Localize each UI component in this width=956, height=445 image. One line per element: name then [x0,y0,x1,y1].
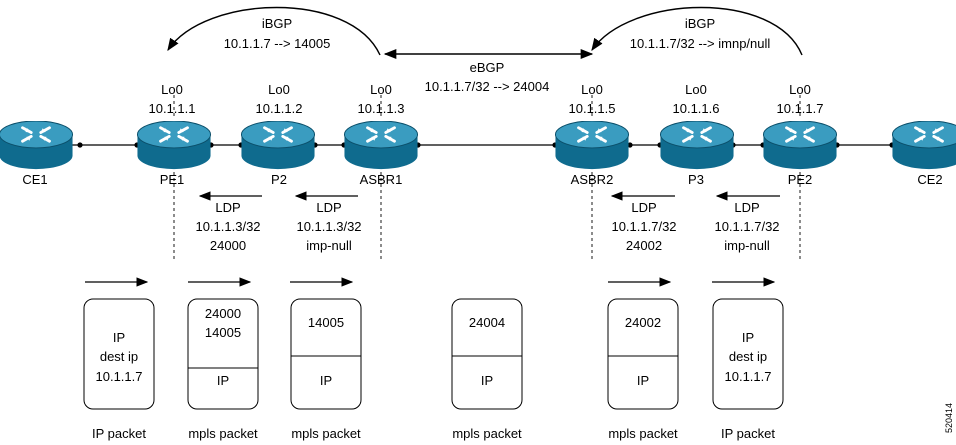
ldp-title: LDP [734,200,759,215]
router-pe1[interactable] [136,121,212,171]
router-name-asbr1: ASBR1 [360,172,403,187]
router-ce2[interactable] [891,121,956,171]
packet-mpls: 24004 IP mpls packet [451,298,523,441]
ibgp-left-route: 10.1.1.7 --> 14005 [224,36,331,51]
dashed-guides [173,95,801,262]
router-asbr2[interactable] [554,121,630,171]
loopback-label-p2: Lo0 [268,82,290,97]
ldp-prefix: 10.1.1.3/32 [296,219,361,234]
ibgp-left-arrow [167,6,381,56]
router-icon [343,121,419,171]
packet-caption: mpls packet [608,426,678,441]
loopback-ip-p2: 10.1.1.2 [256,101,303,116]
router-name-ce2: CE2 [917,172,942,187]
ebgp-route: 10.1.1.7/32 --> 24004 [425,79,550,94]
packet-ip: IP dest ip 10.1.1.7 IP packet [83,298,155,441]
mpls-label: 14005 [205,325,241,340]
ldp-label: imp-null [724,238,770,253]
packet-ip: IP dest ip 10.1.1.7 IP packet [712,298,784,441]
router-pe2[interactable] [762,121,838,171]
packet-payload: IP [481,373,493,388]
ibgp-right-arrow [591,6,803,56]
router-asbr1[interactable] [343,121,419,171]
packet-caption: mpls packet [188,426,258,441]
loopback-ip-asbr1: 10.1.1.3 [358,101,405,116]
ldp-title: LDP [316,200,341,215]
packet-caption: IP packet [92,426,146,441]
ibgp-left-title: iBGP [262,16,292,31]
packet-mpls: 24002 IP mpls packet [607,298,679,441]
loopback-ip-pe2: 10.1.1.7 [777,101,824,116]
loopback-ip-asbr2: 10.1.1.5 [569,101,616,116]
router-name-pe2: PE2 [788,172,813,187]
router-p3[interactable] [659,121,735,171]
router-name-p3: P3 [688,172,704,187]
router-name-asbr2: ASBR2 [571,172,614,187]
loopback-label-asbr1: Lo0 [370,82,392,97]
packet-line: IP [742,330,754,345]
packet-line: 10.1.1.7 [725,369,772,384]
ldp-prefix: 10.1.1.7/32 [714,219,779,234]
router-icon [554,121,630,171]
router-icon [0,121,74,171]
ibgp-right-route: 10.1.1.7/32 --> imnp/null [630,36,771,51]
packet-mpls: 14005 IP mpls packet [290,298,362,441]
loopback-ip-pe1: 10.1.1.1 [149,101,196,116]
loopback-ip-p3: 10.1.1.6 [673,101,720,116]
ldp-prefix: 10.1.1.3/32 [195,219,260,234]
router-icon [762,121,838,171]
loopback-label-asbr2: Lo0 [581,82,603,97]
loopback-label-pe1: Lo0 [161,82,183,97]
packet-line: IP [113,330,125,345]
loopback-label-pe2: Lo0 [789,82,811,97]
router-name-ce1: CE1 [22,172,47,187]
router-icon [136,121,212,171]
ldp-prefix: 10.1.1.7/32 [611,219,676,234]
router-name-p2: P2 [271,172,287,187]
router-icon [659,121,735,171]
mpls-label: 14005 [308,315,344,330]
ebgp-title: eBGP [470,60,505,75]
loopback-label-p3: Lo0 [685,82,707,97]
router-icon [891,121,956,171]
ldp-label: 24002 [626,238,662,253]
ldp-label: imp-null [306,238,352,253]
mpls-label: 24000 [205,306,241,321]
packet-line: dest ip [100,349,138,364]
packet-payload: IP [637,373,649,388]
packet-mpls: 24000 14005 IP mpls packet [187,298,259,441]
router-ce1[interactable] [0,121,74,171]
packet-caption: IP packet [721,426,775,441]
ibgp-right-title: iBGP [685,16,715,31]
figure-id-watermark: 520414 [944,403,954,433]
packet-payload: IP [320,373,332,388]
mpls-label: 24004 [469,315,505,330]
packet-payload: IP [217,373,229,388]
router-name-pe1: PE1 [160,172,185,187]
router-icon [240,121,316,171]
packet-caption: mpls packet [291,426,361,441]
router-p2[interactable] [240,121,316,171]
ldp-title: LDP [631,200,656,215]
packet-line: dest ip [729,349,767,364]
packet-caption: mpls packet [452,426,522,441]
packet-line: 10.1.1.7 [96,369,143,384]
ldp-label: 24000 [210,238,246,253]
ldp-title: LDP [215,200,240,215]
mpls-label: 24002 [625,315,661,330]
